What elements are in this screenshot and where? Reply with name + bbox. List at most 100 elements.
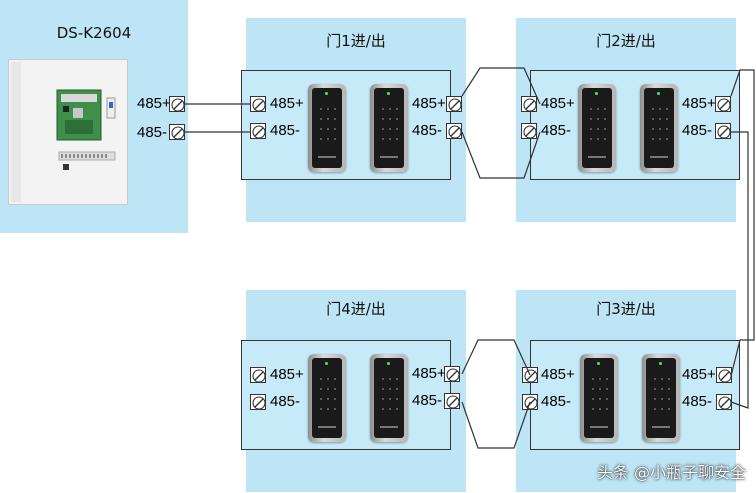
- door2-left-label-minus: 485-: [541, 122, 572, 139]
- door4-right-terminal-plus: [444, 366, 460, 382]
- screw-terminal-icon: [523, 125, 537, 139]
- reader-key: [604, 108, 606, 110]
- reader-key: [389, 378, 391, 380]
- door2-left-label-plus: 485+: [541, 95, 575, 112]
- reader-key: [396, 378, 398, 380]
- reader-status-led: [325, 92, 328, 95]
- reader-key: [396, 118, 398, 120]
- reader-keypad-face: [374, 358, 404, 438]
- reader-key: [590, 108, 592, 110]
- screw-terminal-icon: [524, 369, 538, 383]
- reader-brand-mark: [380, 426, 398, 428]
- reader-key: [592, 388, 594, 390]
- screw-terminal-icon: [171, 98, 185, 112]
- screw-terminal-icon: [446, 395, 460, 409]
- reader-key: [652, 108, 654, 110]
- door1-panel: 门1进/出 485+ 485- 485+ 485-: [241, 18, 466, 222]
- reader-brand-mark: [380, 156, 398, 158]
- door3-card-reader-1: [580, 354, 618, 442]
- reader-key: [327, 398, 329, 400]
- reader-key: [592, 408, 594, 410]
- reader-key: [599, 388, 601, 390]
- reader-key: [666, 118, 668, 120]
- reader-key: [661, 398, 663, 400]
- reader-key: [590, 138, 592, 140]
- reader-key: [334, 108, 336, 110]
- reader-key: [334, 378, 336, 380]
- reader-key: [590, 128, 592, 130]
- door1-left-label-minus: 485-: [270, 122, 301, 139]
- reader-key: [389, 398, 391, 400]
- reader-key: [668, 388, 670, 390]
- door4-card-reader-1: [308, 354, 346, 442]
- reader-brand-mark: [588, 156, 606, 158]
- door2-card-reader-1: [578, 84, 616, 172]
- door2-terminal-box: [530, 70, 740, 180]
- reader-key: [396, 138, 398, 140]
- reader-key: [382, 118, 384, 120]
- reader-key: [604, 118, 606, 120]
- door4-left-label-minus: 485-: [270, 393, 301, 410]
- door1-left-terminal-plus: [250, 96, 266, 112]
- screw-terminal-icon: [717, 98, 731, 112]
- screw-terminal-icon: [523, 98, 537, 112]
- wire-door3-door4-plus: [461, 339, 531, 376]
- reader-brand-mark: [590, 426, 608, 428]
- reader-key: [606, 408, 608, 410]
- reader-key: [590, 118, 592, 120]
- reader-key: [389, 108, 391, 110]
- door2-right-label-plus: 485+: [682, 95, 716, 112]
- screw-terminal-icon: [252, 369, 266, 383]
- reader-brand-mark: [318, 426, 336, 428]
- door2-left-terminal-plus: [521, 96, 537, 112]
- door2-right-terminal-minus: [715, 123, 731, 139]
- door3-card-reader-2: [642, 354, 680, 442]
- screw-terminal-icon: [448, 125, 462, 139]
- reader-keypad-face: [584, 358, 614, 438]
- reader-key: [668, 378, 670, 380]
- screw-terminal-icon: [252, 396, 266, 410]
- reader-key: [652, 128, 654, 130]
- wire-door1-door2-plus: [461, 67, 541, 105]
- reader-key: [659, 108, 661, 110]
- controller-panel: DS-K2604: [0, 0, 188, 233]
- reader-key: [592, 398, 594, 400]
- door1-right-label-minus: 485-: [412, 122, 443, 139]
- door3-right-label-minus: 485-: [682, 393, 713, 410]
- reader-status-led: [325, 362, 328, 365]
- reader-key: [654, 398, 656, 400]
- reader-key: [382, 138, 384, 140]
- reader-key: [327, 108, 329, 110]
- reader-key: [597, 108, 599, 110]
- reader-key: [382, 388, 384, 390]
- door2-right-label-minus: 485-: [682, 122, 713, 139]
- wire-door3-door4-minus: [461, 401, 531, 449]
- reader-key: [599, 408, 601, 410]
- reader-key: [382, 378, 384, 380]
- door3-left-terminal-plus: [522, 367, 538, 383]
- screw-terminal-icon: [717, 125, 731, 139]
- door3-terminal-box: [530, 340, 740, 450]
- reader-key: [334, 128, 336, 130]
- reader-key: [327, 408, 329, 410]
- door3-left-label-minus: 485-: [541, 393, 572, 410]
- controller-terminal-minus: [169, 124, 185, 140]
- door1-title: 门1进/出: [326, 32, 386, 50]
- reader-key: [597, 128, 599, 130]
- reader-key: [659, 138, 661, 140]
- reader-key: [320, 138, 322, 140]
- door1-left-terminal-minus: [250, 123, 266, 139]
- wire-door2-door3-minus: [730, 131, 749, 409]
- reader-key: [606, 378, 608, 380]
- reader-key: [654, 388, 656, 390]
- door4-right-label-plus: 485+: [412, 365, 446, 382]
- reader-brand-mark: [652, 426, 670, 428]
- door3-title: 门3进/出: [596, 300, 656, 318]
- door1-left-label-plus: 485+: [270, 95, 304, 112]
- controller-terminal-plus: [169, 96, 185, 112]
- reader-key: [668, 408, 670, 410]
- reader-brand-mark: [318, 156, 336, 158]
- door3-right-label-plus: 485+: [682, 366, 716, 383]
- reader-key: [334, 398, 336, 400]
